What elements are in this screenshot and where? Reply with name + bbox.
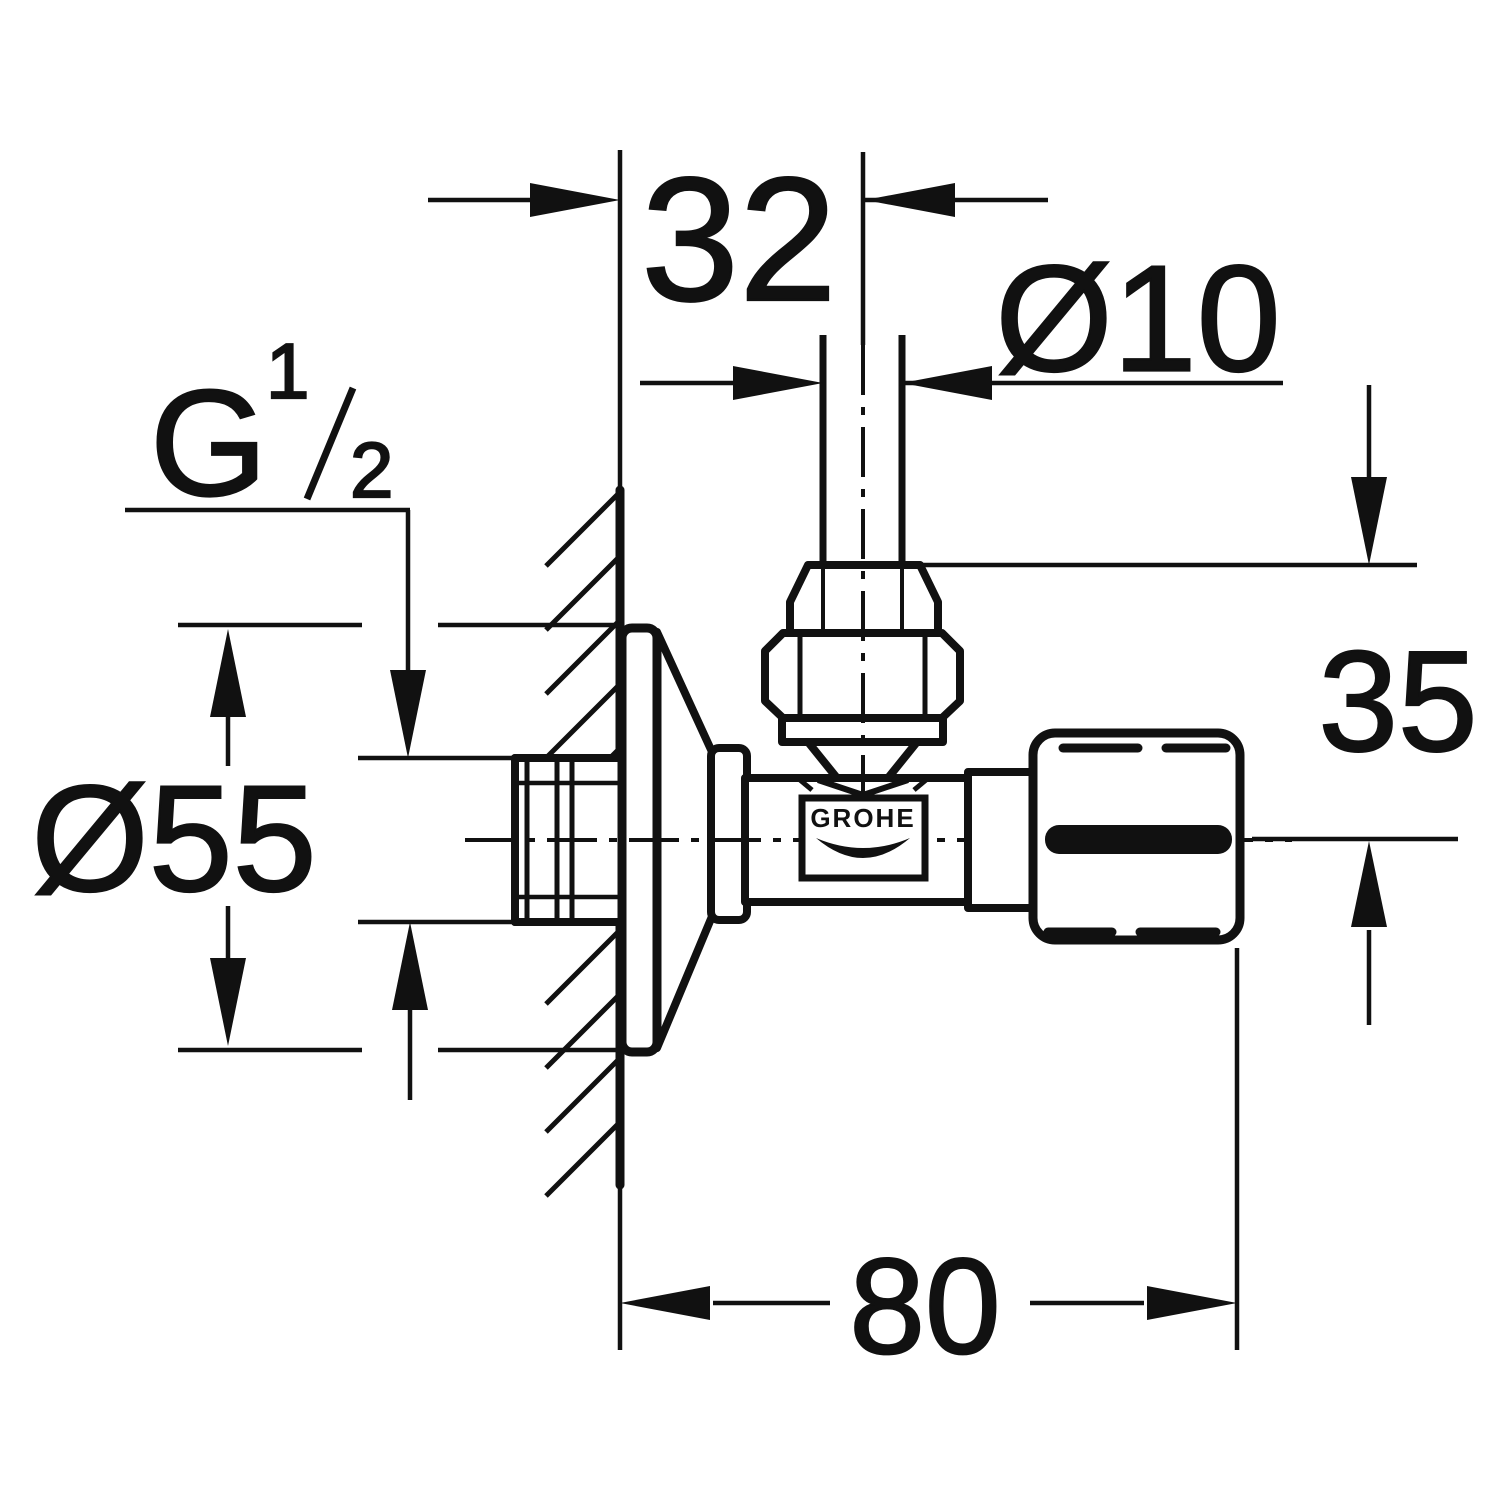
brand-plate: GROHE <box>798 794 929 882</box>
handle-assembly <box>964 728 1245 945</box>
arrowhead-up-icon <box>210 629 246 717</box>
arrowhead-up-icon <box>392 922 428 1010</box>
brand-logo-swoosh <box>816 838 910 858</box>
dimension-80-label: 80 <box>849 1230 1000 1382</box>
thread-letter-label: G <box>150 358 267 527</box>
knob-knurl-lines <box>1043 743 1231 937</box>
arrowhead-down-icon <box>390 670 426 758</box>
dimension-g12: G 1 2 <box>125 326 517 1100</box>
arrowhead-left-icon <box>865 183 955 217</box>
brand-logo-text: GROHE <box>810 803 915 833</box>
dimension-d10: Ø10 <box>640 232 1283 404</box>
outlet-riser-pipe <box>819 335 906 563</box>
dimension-32-label: 32 <box>641 142 837 338</box>
fraction-slash <box>303 386 357 501</box>
arrowhead-up-icon <box>1351 841 1387 927</box>
thread-denominator-label: 2 <box>350 426 393 514</box>
knob-grip-slot <box>1045 825 1232 854</box>
dimension-d55: Ø55 <box>30 622 624 1053</box>
arrowhead-right-icon <box>530 183 620 217</box>
dimension-d55-label: Ø55 <box>31 754 316 923</box>
escutcheon-flange <box>617 623 751 1057</box>
dimension-80: 80 <box>620 948 1240 1383</box>
handle-collar <box>964 768 1037 912</box>
arrowhead-right-icon <box>1147 1286 1237 1320</box>
inlet-funnel <box>798 777 928 798</box>
nut-facet-lines <box>797 635 928 716</box>
thread-numerator-label: 1 <box>266 327 309 415</box>
arrowhead-left-icon <box>902 366 992 400</box>
arrowhead-down-icon <box>210 958 246 1046</box>
arrowhead-down-icon <box>1351 477 1387 565</box>
wall-hatching <box>544 490 622 1198</box>
dimension-35-label: 35 <box>1318 623 1477 782</box>
dimension-32: 32 <box>428 141 1048 339</box>
dimension-d10-label: Ø10 <box>995 234 1280 403</box>
arrowhead-right-icon <box>733 366 823 400</box>
arrowhead-left-icon <box>620 1286 710 1320</box>
dimension-35: 35 <box>922 385 1479 1025</box>
